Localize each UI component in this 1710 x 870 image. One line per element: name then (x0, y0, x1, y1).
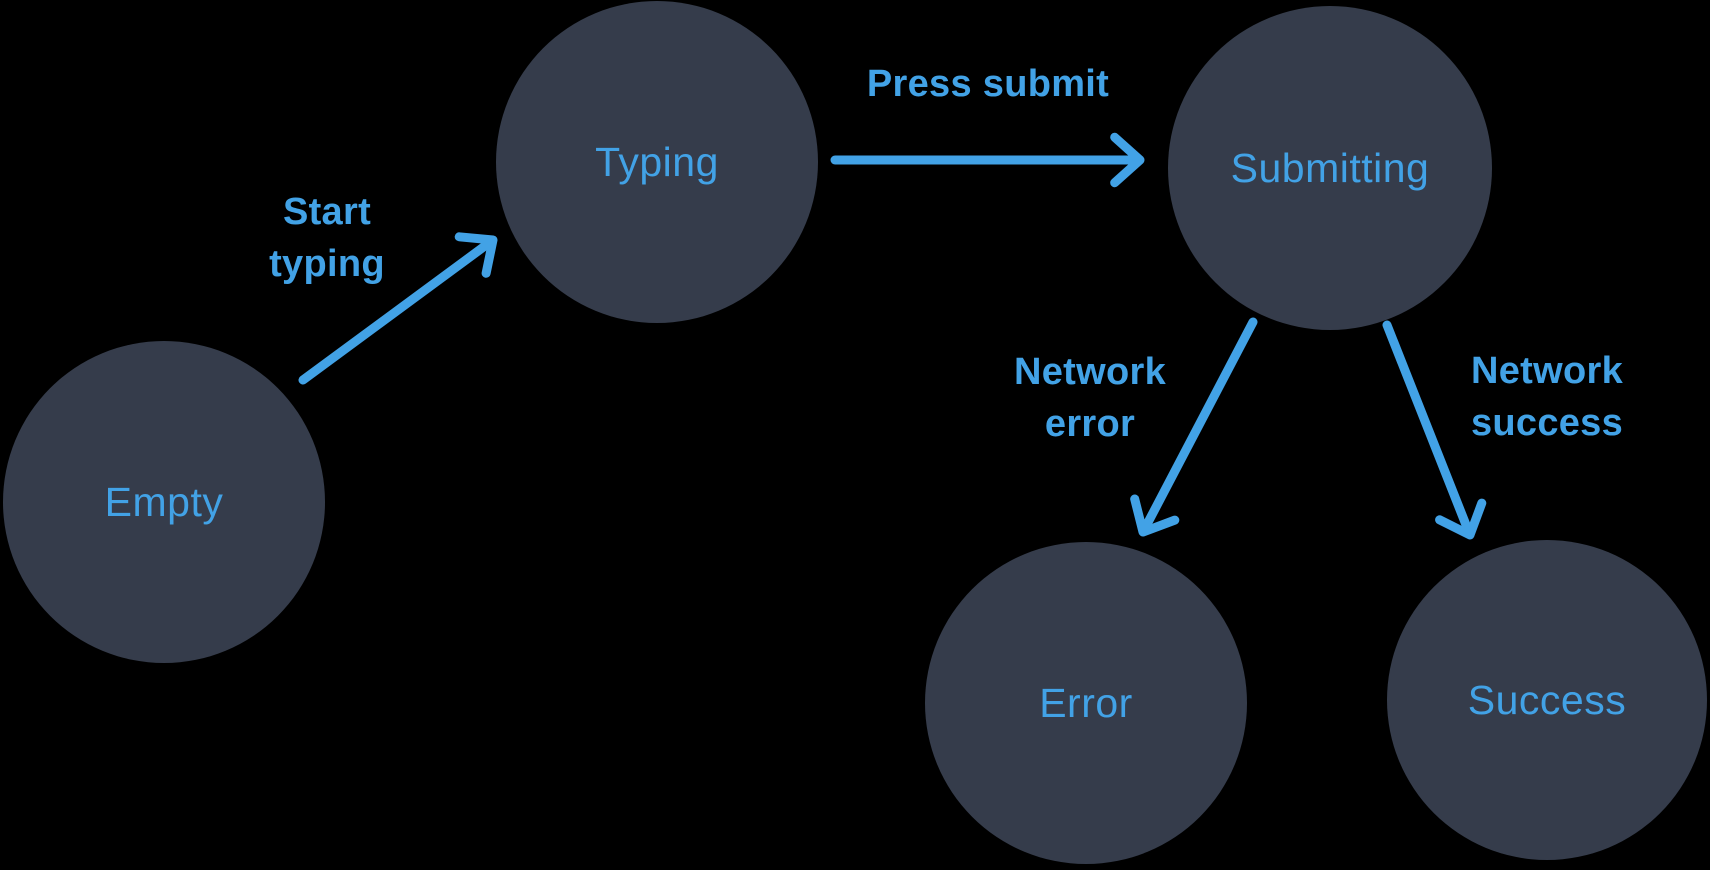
transition-label-start-typing: Start typing (269, 186, 385, 290)
arrowhead-icon (1110, 132, 1145, 188)
transition-label-line: Press submit (866, 63, 1110, 105)
state-label-empty: Empty (104, 478, 224, 525)
transition-label-network-error: Network error (1014, 346, 1166, 450)
arrow-shaft (1382, 320, 1474, 537)
transition-label-line: Network (1470, 350, 1624, 392)
transition-label-line: Network (1013, 351, 1167, 393)
state-node-success: Success (1387, 540, 1707, 860)
transition-arrow-press-submit (830, 132, 1145, 188)
transition-label-line: Start (282, 191, 372, 233)
state-label-submitting: Submitting (1230, 144, 1430, 191)
state-label-error: Error (1039, 679, 1133, 726)
transition-label-line: error (1044, 403, 1136, 445)
arrowhead-icon (1130, 494, 1180, 537)
state-node-typing: Typing (496, 1, 818, 323)
transition-label-network-success: Network success (1471, 345, 1623, 449)
state-node-empty: Empty (3, 341, 325, 663)
state-node-error: Error (925, 542, 1247, 864)
arrowhead-icon (454, 232, 498, 278)
state-node-submitting: Submitting (1168, 6, 1492, 330)
transition-arrow-network-success (1382, 320, 1487, 540)
state-label-success: Success (1467, 676, 1627, 723)
state-label-typing: Typing (595, 138, 719, 185)
transition-label-line: success (1470, 402, 1624, 444)
transition-label-line: typing (269, 243, 385, 285)
transition-label-press-submit: Press submit (867, 58, 1109, 110)
arrowhead-icon (1435, 498, 1487, 540)
